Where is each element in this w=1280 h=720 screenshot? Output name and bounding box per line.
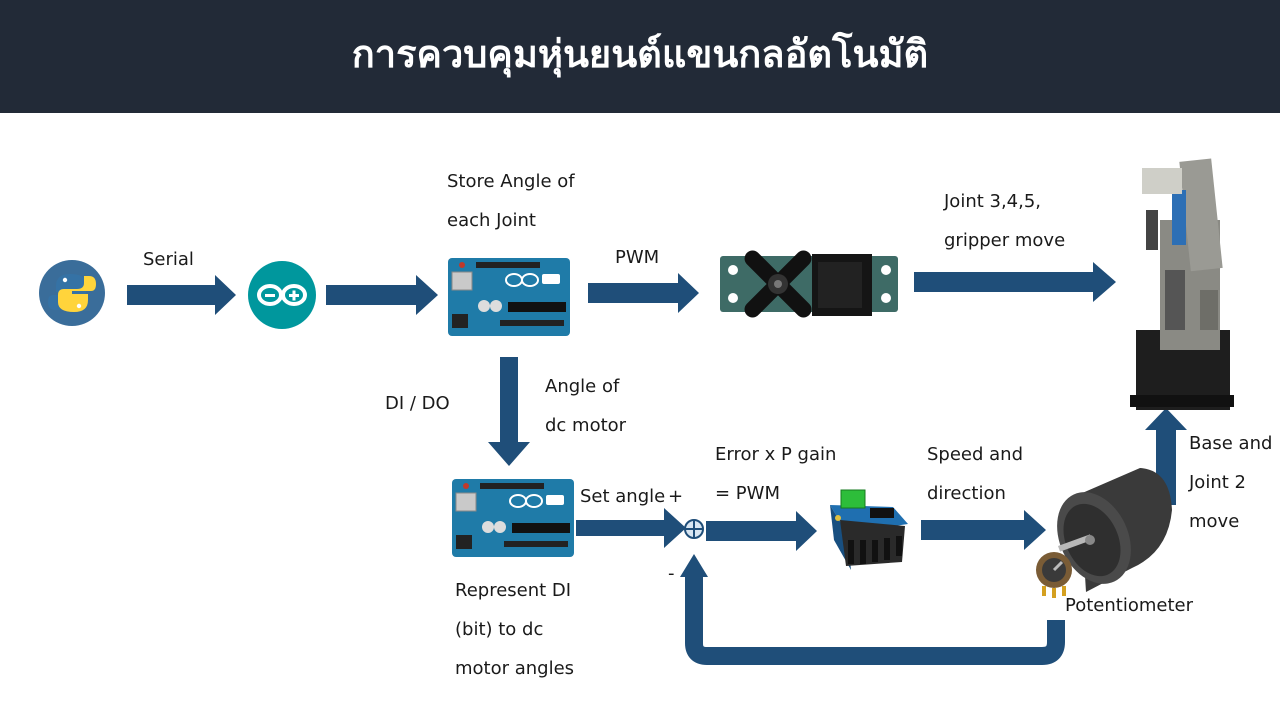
arrow-motor-to-robot xyxy=(1145,408,1187,505)
potentiometer-icon xyxy=(1036,552,1072,598)
arduino-logo-icon xyxy=(248,261,316,329)
label-base-line2: Joint 2 xyxy=(1189,472,1246,493)
label-potentiometer: Potentiometer xyxy=(1065,595,1193,616)
label-minus-sign: - xyxy=(668,563,675,584)
motor-driver-board xyxy=(830,489,908,570)
label-set-angle: Set angle xyxy=(580,486,666,507)
label-error-line1: Error x P gain xyxy=(715,444,837,465)
python-logo-icon xyxy=(39,260,105,326)
label-store-angle-line2: each Joint xyxy=(447,210,536,231)
page-title: การควบคุมหุ่นยนต์แขนกลอัตโนมัติ xyxy=(351,31,929,76)
arrow-servo-to-robot xyxy=(914,262,1116,302)
servo-motor xyxy=(720,250,898,318)
label-joint345-line2: gripper move xyxy=(944,230,1066,251)
arrows xyxy=(127,262,1187,665)
arrow-setangle-to-sum xyxy=(576,508,686,548)
label-base-line1: Base and xyxy=(1189,433,1273,454)
arrow-python-to-arduino xyxy=(127,275,236,315)
label-serial: Serial xyxy=(143,249,194,270)
feedback-line xyxy=(685,574,1065,665)
label-error-line2: = PWM xyxy=(715,483,780,504)
feedback-arrowhead xyxy=(680,554,708,577)
label-represent-line2: (bit) to dc xyxy=(455,619,544,640)
label-store-angle-line1: Store Angle of xyxy=(447,171,575,192)
arrow-sum-to-driver xyxy=(706,511,817,551)
summing-junction xyxy=(684,519,704,539)
dc-motor xyxy=(1057,468,1172,592)
arduino-uno-board-bottom xyxy=(451,478,575,558)
title-bar xyxy=(0,0,1280,113)
label-pwm: PWM xyxy=(615,247,660,268)
label-joint345-line1: Joint 3,4,5, xyxy=(944,191,1042,212)
arduino-uno-board-top xyxy=(447,257,571,337)
label-speed-line1: Speed and xyxy=(927,444,1024,465)
label-plus-sign: + xyxy=(668,486,684,507)
label-speed-line2: direction xyxy=(927,483,1006,504)
arrow-driver-to-motor xyxy=(921,510,1046,550)
label-di-do: DI / DO xyxy=(385,393,450,414)
label-angle-dc-line1: Angle of xyxy=(545,376,620,397)
arrow-board-down xyxy=(488,357,530,466)
arrow-board-to-servo xyxy=(588,273,699,313)
label-base-line3: move xyxy=(1189,511,1240,532)
label-angle-dc-line2: dc motor xyxy=(545,415,627,436)
label-represent-line3: motor angles xyxy=(455,658,575,679)
robot-arm xyxy=(1130,158,1234,410)
label-represent-line1: Represent DI xyxy=(455,580,572,601)
arrow-arduino-to-board xyxy=(326,275,438,315)
